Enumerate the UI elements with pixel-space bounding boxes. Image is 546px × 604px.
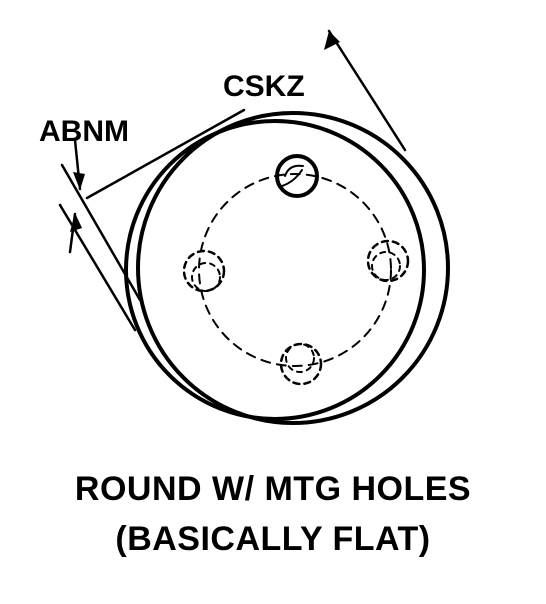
mounting-hole-right: [366, 239, 410, 283]
mounting-hole-left: [182, 249, 226, 293]
disc-outline: [136, 111, 450, 425]
cskz-extension-line: [327, 29, 407, 152]
mounting-hole-top: [275, 154, 319, 198]
caption-line-2: (BASICALLY FLAT): [115, 520, 431, 558]
abnm-extension-line-outer: [60, 163, 142, 302]
abnm-extension-line-inner: [58, 203, 137, 332]
abnm-label: ABNM: [39, 115, 129, 148]
cskz-arrow-head: [324, 31, 340, 50]
abnm-arrow-top: [73, 172, 85, 190]
bolt-circle: [198, 173, 392, 367]
abnm-arrow-bottom: [70, 213, 82, 232]
cskz-dimension-line: [85, 108, 246, 200]
mounting-hole-top-countersink: [281, 164, 304, 187]
cskz-label: CSKZ: [223, 70, 305, 103]
mounting-hole-bottom: [279, 342, 323, 386]
caption-line-1: ROUND W/ MTG HOLES: [74, 470, 472, 508]
disc-back-edge: [124, 119, 426, 421]
